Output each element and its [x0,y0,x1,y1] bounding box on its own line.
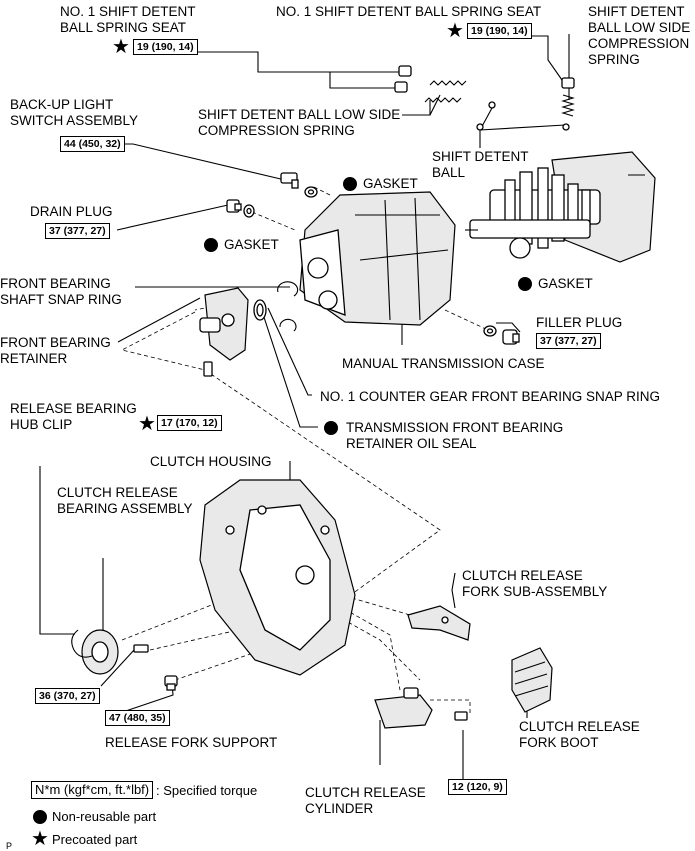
release-bearing-drawing [71,629,149,675]
torque-release-fork-support: 47 (480, 35) [105,710,170,726]
label-front-bearing-snap-ring: FRONT BEARING [0,276,111,291]
non-reusable-dot-icon [204,238,218,252]
precoated-star-icon: ★ [138,413,156,435]
label-gasket-top: GASKET [363,176,418,191]
gasket-top-drawing [304,186,318,198]
label-low-side-spring-mid: SHIFT DETENT BALL LOW SIDE [198,107,401,122]
label-spring-seat-left-line2: BALL SPRING SEAT [60,20,187,35]
front-bearing-retainer-drawing [199,287,249,377]
torque-front-bearing-retainer: 17 (170, 12) [157,415,222,431]
legend-non-reusable-icon [33,810,47,824]
label-gasket-right: GASKET [538,276,593,291]
gasket-mid-drawing [243,204,255,218]
label-clutch-release-fork-line2: FORK SUB-ASSEMBLY [462,584,608,599]
spring-seat-left-drawing [394,65,412,93]
non-reusable-dot-icon [518,277,532,291]
spring-left-drawing [424,80,467,103]
label-low-side-spring-right-line3: COMPRESSION [588,36,690,51]
label-filler-plug: FILLER PLUG [536,315,623,330]
label-low-side-spring-mid-line2: COMPRESSION SPRING [198,123,355,138]
label-spring-seat-right: NO. 1 SHIFT DETENT BALL SPRING SEAT [276,4,542,19]
label-backup-light-switch-line2: SWITCH ASSEMBLY [10,113,139,128]
non-reusable-dot-icon [343,177,357,191]
label-low-side-spring-right-line4: SPRING [588,52,640,67]
label-clutch-release-bearing-line2: BEARING ASSEMBLY [57,501,193,516]
torque-release-bearing-bolt: 36 (370, 27) [35,688,100,704]
corner-mark: P [6,841,13,851]
label-clutch-release-bearing: CLUTCH RELEASE [57,485,178,500]
label-low-side-spring-right-line2: BALL LOW SIDE [588,20,691,35]
label-drain-plug: DRAIN PLUG [30,204,113,219]
gasket-right-drawing [483,325,497,337]
clutch-release-fork-boot-drawing [511,647,553,713]
label-shift-detent-ball-line2: BALL [432,165,466,180]
clutch-release-fork-drawing [407,605,471,641]
label-clutch-release-fork: CLUTCH RELEASE [462,568,583,583]
drain-plug-drawing [226,199,242,213]
gear-assembly-drawing [465,151,656,263]
label-clutch-release-fork-boot: CLUTCH RELEASE [519,719,640,734]
spring-seat-right-drawing [561,77,575,117]
torque-filler-plug: 37 (377, 27) [536,333,601,349]
label-counter-gear-snap-ring: NO. 1 COUNTER GEAR FRONT BEARING SNAP RI… [320,389,661,404]
label-low-side-spring-right: SHIFT DETENT [588,4,685,19]
clutch-release-cylinder-drawing [374,687,468,729]
transmission-case-drawing [299,191,456,326]
precoated-star-icon: ★ [112,36,130,58]
legend-non-reusable: Non-reusable part [52,809,157,824]
filler-plug-drawing [502,329,520,345]
label-front-bearing-snap-ring-line2: SHAFT SNAP RING [0,292,122,307]
label-oil-seal: TRANSMISSION FRONT BEARING [346,420,564,435]
torque-drain-plug: 37 (377, 27) [45,223,110,239]
legend-torque-box: N*m (kgf*cm, ft.*lbf) [31,781,154,799]
label-front-bearing-retainer-line2: RETAINER [0,351,68,366]
torque-backup-light-switch: 44 (450, 32) [60,136,125,152]
label-shift-detent-ball: SHIFT DETENT [432,149,529,164]
legend-torque-desc: : Specified torque [156,783,258,798]
torque-clutch-release-cylinder: 12 (120, 9) [448,779,507,795]
label-spring-seat-left: NO. 1 SHIFT DETENT [60,4,196,19]
label-oil-seal-line2: RETAINER OIL SEAL [346,436,477,451]
label-clutch-release-cylinder-line2: CYLINDER [305,801,374,816]
label-clutch-release-fork-boot-line2: FORK BOOT [519,735,599,750]
clutch-housing-drawing [199,479,356,676]
label-manual-transmission-case: MANUAL TRANSMISSION CASE [342,356,545,371]
label-release-fork-support: RELEASE FORK SUPPORT [105,735,278,750]
label-clutch-housing: CLUTCH HOUSING [150,454,272,469]
release-fork-support-drawing [164,675,178,691]
label-backup-light-switch: BACK-UP LIGHT [10,97,114,112]
label-release-bearing-hub-clip-line2: HUB CLIP [10,417,73,432]
non-reusable-dot-icon [324,421,338,435]
label-gasket-mid: GASKET [224,237,279,252]
legend-precoated-star-icon: ★ [31,828,49,850]
torque-spring-seat-right: 19 (190, 14) [467,23,532,39]
precoated-star-icon: ★ [446,20,464,42]
label-clutch-release-cylinder: CLUTCH RELEASE [305,785,426,800]
snap-rings-drawing [253,281,299,332]
label-front-bearing-retainer: FRONT BEARING [0,335,111,350]
label-release-bearing-hub-clip: RELEASE BEARING [10,401,137,416]
backup-light-switch-drawing [280,172,299,189]
torque-spring-seat-left: 19 (190, 14) [133,39,198,55]
shift-detent-balls-drawing [476,101,570,131]
legend-precoated: Precoated part [52,832,138,847]
